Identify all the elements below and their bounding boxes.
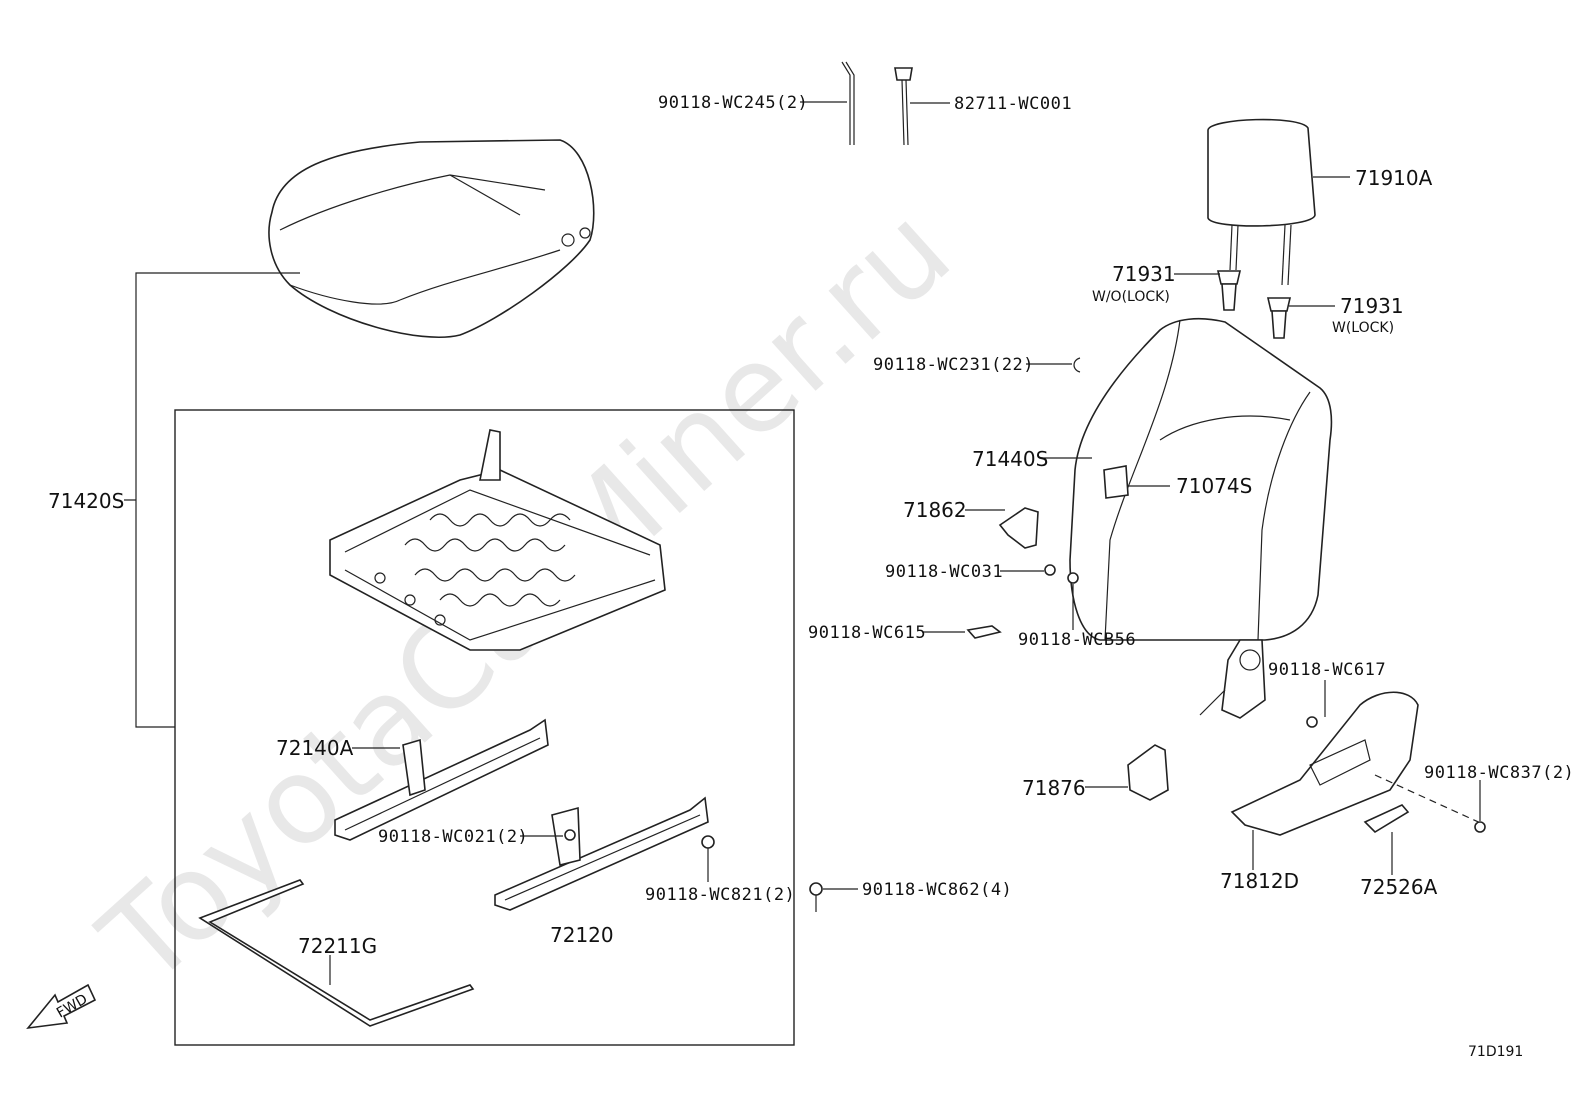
label-72211g: 72211G <box>298 934 377 958</box>
bolt-wc821 <box>701 835 715 849</box>
cover-72526a <box>1363 804 1410 834</box>
label-90118-wc617: 90118-WC617 <box>1268 660 1386 680</box>
shield-71812d <box>1230 691 1419 836</box>
label-90118-wc821: 90118-WC821(2) <box>645 885 795 905</box>
wire-72211g <box>198 879 475 1027</box>
label-71074s: 71074S <box>1176 474 1252 498</box>
frame-box <box>174 409 795 1046</box>
seat-rail-72120 <box>494 796 709 911</box>
label-71420s: 71420S <box>48 489 124 513</box>
label-90118-wc031: 90118-WC031 <box>885 562 1003 582</box>
note-71931-b: W(LOCK) <box>1332 320 1394 336</box>
leader-71420s <box>124 272 300 728</box>
bolt-wc862 <box>809 882 823 912</box>
dashed-line-wc837 <box>1374 774 1486 826</box>
label-90118-wcb56: 90118-WCB56 <box>1018 630 1136 650</box>
bolt-wc021 <box>564 829 576 841</box>
label-72140a: 72140A <box>276 736 354 760</box>
tie-82711 <box>894 67 913 146</box>
label-71876: 71876 <box>1022 776 1086 800</box>
note-71931-a: W/O(LOCK) <box>1092 289 1170 305</box>
guide-71931-b <box>1266 297 1292 339</box>
seat-back-71440s <box>1069 317 1333 719</box>
fwd-arrow: FWD <box>26 983 97 1030</box>
screw-wc617 <box>1306 716 1318 728</box>
label-90118-wc615: 90118-WC615 <box>808 623 926 643</box>
label-90118-wc245: 90118-WC245(2) <box>658 93 808 113</box>
clip-wc245 <box>841 61 855 145</box>
label-90118-wc837: 90118-WC837(2) <box>1424 763 1574 783</box>
label-71440s: 71440S <box>972 447 1048 471</box>
nut-wcb56 <box>1067 572 1079 584</box>
label-71862: 71862 <box>903 498 967 522</box>
cover-71876 <box>1127 744 1169 801</box>
label-71931-b: 71931 <box>1340 294 1404 318</box>
label-71812d: 71812D <box>1220 869 1299 893</box>
label-90118-wc021: 90118-WC021(2) <box>378 827 528 847</box>
hog-ring-wc231 <box>1073 357 1081 373</box>
label-71931-a: 71931 <box>1112 262 1176 286</box>
headrest-71910a <box>1207 118 1316 286</box>
label-71910a: 71910A <box>1355 166 1433 190</box>
seat-frame <box>329 429 666 651</box>
label-90118-wc862: 90118-WC862(4) <box>862 880 1012 900</box>
label-90118-wc231: 90118-WC231(22) <box>873 355 1034 375</box>
diagram-code: 71D191 <box>1468 1044 1523 1060</box>
screw-wc837 <box>1474 821 1486 833</box>
cover-71862 <box>998 507 1039 549</box>
seat-rail-72140a <box>334 718 549 841</box>
label-82711-wc001: 82711-WC001 <box>954 94 1072 114</box>
seat-cushion-cover <box>268 139 595 339</box>
guide-71931-a <box>1216 270 1242 311</box>
clip-wc615 <box>966 625 1002 639</box>
label-72120: 72120 <box>550 923 614 947</box>
clip-wc031 <box>1044 564 1056 576</box>
label-72526a: 72526A <box>1360 875 1438 899</box>
